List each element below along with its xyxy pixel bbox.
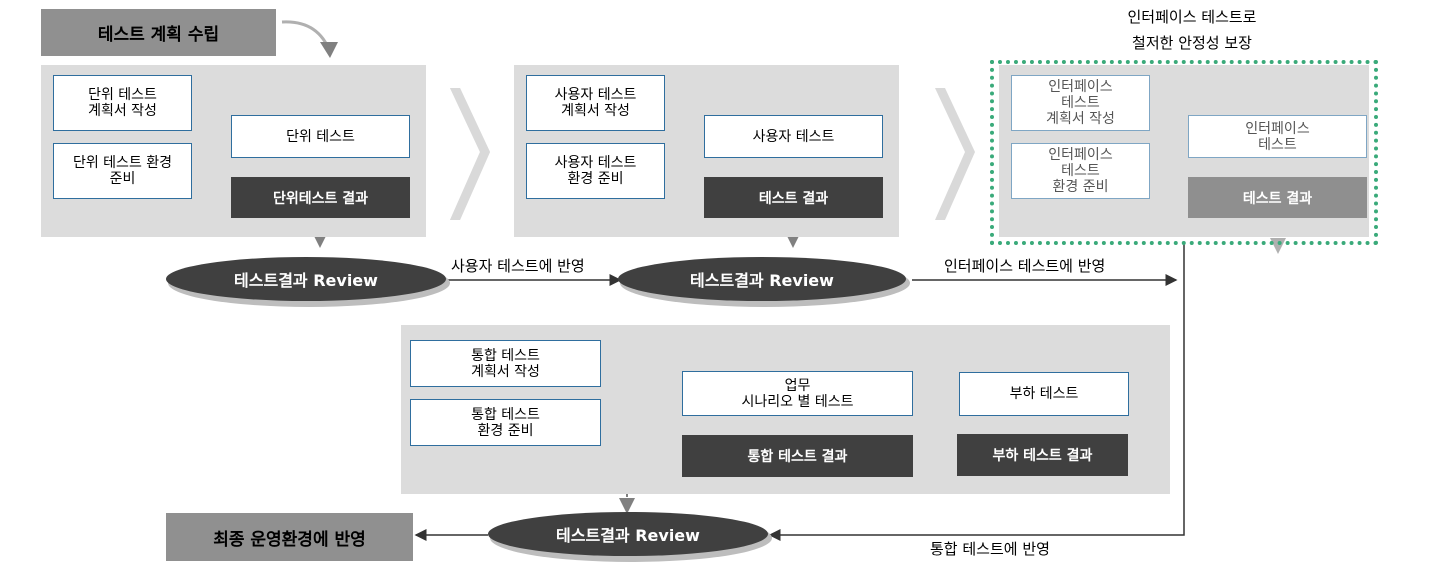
chevron-1b: [450, 88, 490, 220]
review-3-pill[interactable]: 테스트결과 Review: [556, 526, 700, 545]
user-result-box[interactable]: 테스트 결과: [704, 177, 883, 218]
integration-env-box[interactable]: 통합 테스트 환경 준비: [410, 399, 601, 446]
curved-arrow-icon: [281, 20, 332, 53]
integration-result-box[interactable]: 통합 테스트 결과: [682, 435, 913, 477]
annotation-line1: 인터페이스 테스트로: [1127, 8, 1257, 26]
review-1-pill[interactable]: 테스트결과 Review: [234, 271, 378, 290]
interface-result-box[interactable]: 테스트 결과: [1188, 177, 1367, 218]
interface-test-box[interactable]: 인터페이스 테스트: [1188, 115, 1367, 158]
interface-highlight-frame: [990, 60, 1378, 245]
interface-plan-box[interactable]: 인터페이스 테스트 계획서 작성: [1011, 75, 1150, 131]
interface-env-box[interactable]: 인터페이스 테스트 환경 준비: [1011, 143, 1150, 199]
scenario-test-box[interactable]: 업무 시나리오 별 테스트: [682, 371, 913, 416]
user-env-box[interactable]: 사용자 테스트 환경 준비: [526, 143, 665, 199]
flow-label-to-interface: 인터페이스 테스트에 반영: [944, 257, 1106, 275]
chevron-2: [935, 88, 975, 220]
final-deploy-label: 최종 운영환경에 반영: [213, 529, 366, 550]
plan-header-label: 테스트 계획 수립: [97, 25, 220, 45]
curved-arrow-head: [320, 42, 338, 58]
load-test-box[interactable]: 부하 테스트: [959, 372, 1129, 416]
load-result-box[interactable]: 부하 테스트 결과: [957, 434, 1128, 476]
unit-result-box[interactable]: 단위테스트 결과: [231, 177, 410, 218]
flow-label-to-integration: 통합 테스트에 반영: [930, 540, 1050, 558]
user-test-box[interactable]: 사용자 테스트: [704, 115, 883, 158]
flow-label-to-user: 사용자 테스트에 반영: [451, 257, 585, 275]
plan-header: 테스트 계획 수립: [41, 9, 276, 56]
user-plan-box[interactable]: 사용자 테스트 계획서 작성: [526, 75, 665, 131]
review-2-pill[interactable]: 테스트결과 Review: [690, 271, 834, 290]
integration-plan-box[interactable]: 통합 테스트 계획서 작성: [410, 340, 601, 387]
final-deploy-tag: 최종 운영환경에 반영: [166, 513, 413, 561]
unit-test-box[interactable]: 단위 테스트: [231, 115, 410, 158]
unit-plan-box[interactable]: 단위 테스트 계획서 작성: [53, 75, 192, 131]
unit-env-box[interactable]: 단위 테스트 환경 준비: [53, 143, 192, 199]
annotation-line2: 철저한 안정성 보장: [1132, 34, 1252, 52]
